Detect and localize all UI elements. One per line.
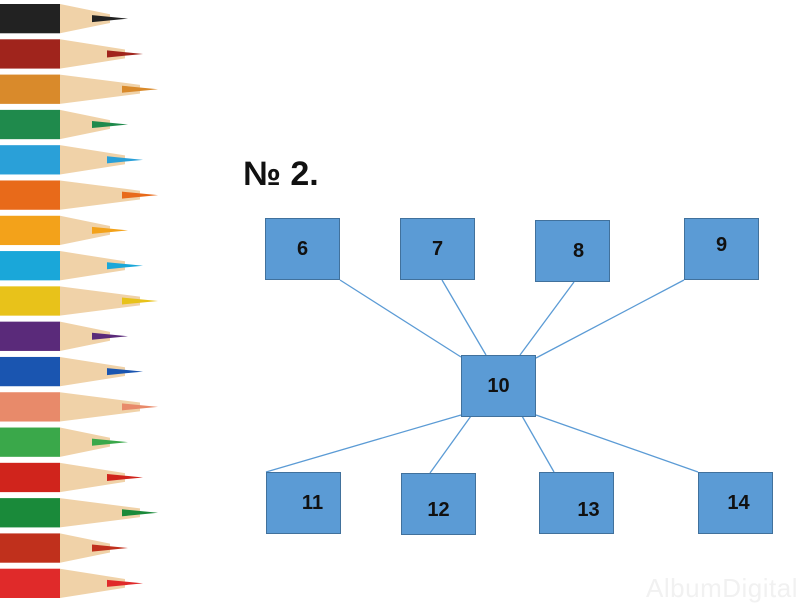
pencil-body: [0, 498, 60, 528]
pencil-wood: [60, 215, 110, 246]
node-11: 11: [266, 472, 341, 534]
pencil-tip: [107, 50, 143, 58]
pencil-wood: [60, 462, 125, 493]
pencil-wood: [60, 4, 110, 34]
pencil-tip: [92, 544, 128, 552]
pencil-body: [0, 321, 60, 351]
pencil-tip: [122, 191, 158, 199]
watermark: AlbumDigital: [646, 573, 798, 603]
task-title: № 2.: [243, 155, 319, 193]
node-10: 10: [461, 355, 536, 417]
pencil-wood: [60, 74, 140, 104]
edge-10-12: [429, 415, 472, 474]
pencil-tip: [107, 262, 143, 270]
pencil-wood: [60, 533, 110, 563]
pencil-body: [0, 39, 60, 69]
colored-pencils-decoration: [0, 4, 158, 598]
pencil-body: [0, 109, 60, 140]
pencil-wood: [60, 568, 125, 598]
edge-10-11: [265, 414, 462, 473]
pencil-tip: [92, 121, 128, 129]
pencil-wood: [60, 39, 125, 69]
pencil-tip: [107, 368, 143, 376]
pencil-body: [0, 251, 60, 281]
pencil-body: [0, 74, 60, 104]
pencil-tip: [92, 332, 128, 340]
pencil-body: [0, 392, 60, 422]
pencil-wood: [60, 427, 110, 457]
pencil-tip: [107, 156, 143, 164]
edge-10-13: [521, 415, 555, 473]
pencil-body: [0, 533, 60, 563]
pencil-tip: [122, 509, 158, 517]
edge-10-6: [339, 279, 462, 358]
pencil-tip: [107, 473, 143, 481]
pencil-body: [0, 356, 60, 387]
pencil-body: [0, 4, 60, 34]
node-9: 9: [684, 218, 759, 280]
pencil-tip: [107, 579, 143, 587]
pencil-body: [0, 145, 60, 175]
edge-10-8: [519, 281, 575, 356]
pencil-body: [0, 427, 60, 457]
pencil-wood: [60, 145, 125, 175]
pencil-wood: [60, 498, 140, 528]
pencil-wood: [60, 356, 125, 387]
pencil-tip: [92, 226, 128, 234]
pencil-wood: [60, 286, 140, 316]
pencil-body: [0, 286, 60, 316]
pencil-body: [0, 568, 60, 598]
pencil-tip: [92, 15, 128, 23]
pencil-body: [0, 215, 60, 246]
pencil-wood: [60, 321, 110, 351]
pencil-tip: [122, 297, 158, 305]
pencil-tip: [122, 85, 158, 93]
edge-10-9: [535, 279, 685, 359]
pencil-body: [0, 180, 60, 210]
pencil-wood: [60, 392, 140, 422]
pencil-body: [0, 462, 60, 493]
pencil-tip: [122, 403, 158, 411]
edge-10-7: [441, 279, 487, 356]
node-13: 13: [539, 472, 614, 534]
pencil-wood: [60, 251, 125, 281]
pencil-tip: [92, 438, 128, 446]
node-6: 6: [265, 218, 340, 280]
node-12: 12: [401, 473, 476, 535]
node-8: 8: [535, 220, 610, 282]
node-14: 14: [698, 472, 773, 534]
node-7: 7: [400, 218, 475, 280]
pencil-wood: [60, 180, 140, 210]
pencil-wood: [60, 109, 110, 140]
edge-10-14: [535, 414, 699, 473]
